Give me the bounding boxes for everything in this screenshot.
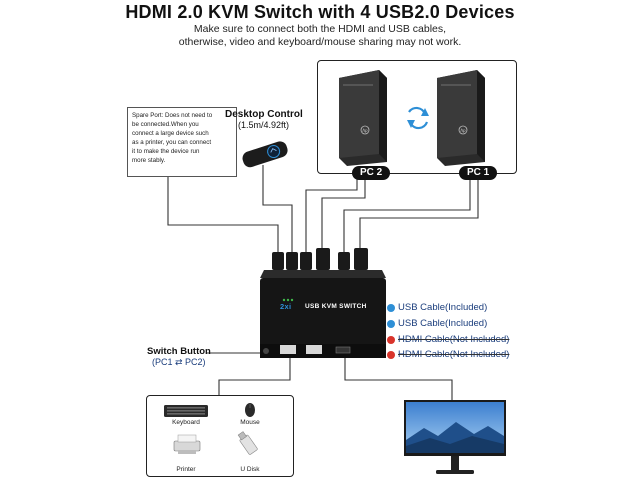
legend-item-hdmi-1: HDMI Cable(Not Included) xyxy=(387,334,509,345)
kvm-switch-unit xyxy=(260,248,386,358)
subtitle-line-2: otherwise, video and keyboard/mouse shar… xyxy=(178,36,462,48)
desktop-controller-icon[interactable] xyxy=(236,138,296,170)
page-title: HDMI 2.0 KVM Switch with 4 USB2.0 Device… xyxy=(125,2,515,22)
legend-item-hdmi-2: HDMI Cable(Not Included) xyxy=(387,349,509,360)
mouse-label: Mouse xyxy=(240,419,260,426)
subtitle-line-1: Make sure to connect both the HDMI and U… xyxy=(193,23,447,35)
switch-button[interactable] xyxy=(257,344,269,358)
switch-button-control xyxy=(263,348,269,354)
page-subtitle: Make sure to connect both the HDMI and U… xyxy=(120,23,520,49)
pc2-hdmi-connector xyxy=(316,248,330,270)
spare-port-line-2: be connected.When you xyxy=(132,121,199,128)
mouse-icon xyxy=(245,403,255,417)
pc1-usb-line xyxy=(343,176,471,260)
kvm-label: USB KVM SWITCH xyxy=(305,303,367,310)
cross-icon xyxy=(387,335,395,344)
printer-icon xyxy=(173,434,201,454)
desktop-control-length: (1.5m/4.92ft) xyxy=(238,120,290,130)
pc2-label: PC 2 xyxy=(352,166,391,180)
pc1-usb-connector xyxy=(338,252,350,270)
spare-port-line xyxy=(167,177,279,260)
svg-text:hp: hp xyxy=(460,128,466,133)
desktop-control-title: Desktop Control xyxy=(225,109,303,120)
check-icon xyxy=(387,303,395,312)
spare-port-note: Spare Port: Does not need to be connecte… xyxy=(127,107,237,177)
front-usb-port-2 xyxy=(306,345,322,354)
spare-port-line-3: connect a large device such xyxy=(132,130,209,137)
desktop-control-line xyxy=(262,165,293,260)
switch-button-detail: (PC1 ⇄ PC2) xyxy=(152,357,206,367)
kvm-brand: 2xi xyxy=(280,302,292,311)
spare-port-line-5: it to make the device run xyxy=(132,148,200,155)
monitor-icon xyxy=(404,400,506,474)
pc2-tower-icon: hp xyxy=(339,70,387,166)
check-icon xyxy=(387,319,395,328)
spare-port-connector xyxy=(272,252,284,270)
pc2-hdmi-line xyxy=(321,176,366,260)
spare-port-line-6: more stably. xyxy=(132,157,166,164)
u-disk-label: U Disk xyxy=(240,466,260,473)
front-hdmi-out-port xyxy=(335,346,351,354)
pc-towers: hp hp xyxy=(339,70,485,166)
keyboard-icon xyxy=(164,405,208,417)
pc1-label: PC 1 xyxy=(459,166,498,180)
printer-label: Printer xyxy=(176,466,196,473)
pc2-usb-connector xyxy=(300,252,312,270)
pc1-tower-icon: hp xyxy=(437,70,485,166)
legend-item-usb-2: USB Cable(Included) xyxy=(387,318,487,329)
keyboard-label: Keyboard xyxy=(172,419,200,426)
monitor-line xyxy=(344,358,453,400)
pc2-usb-line xyxy=(305,176,358,260)
peripheral-icons xyxy=(164,403,258,455)
pc1-hdmi-connector xyxy=(354,248,368,270)
desktop-port-connector xyxy=(286,252,298,270)
switch-button-label: Switch Button xyxy=(147,346,211,357)
front-usb-port-1 xyxy=(280,345,296,354)
devices-line xyxy=(218,358,291,395)
pc1-hdmi-line xyxy=(359,176,479,260)
cross-icon xyxy=(387,350,395,359)
spare-port-line-1: Spare Port: Does not need to xyxy=(132,112,213,119)
svg-text:hp: hp xyxy=(362,128,368,133)
u-disk-icon xyxy=(237,431,258,455)
legend-item-usb-1: USB Cable(Included) xyxy=(387,302,487,313)
spare-port-line-4: as a printer, you can connect xyxy=(132,139,212,146)
sync-arrows-icon xyxy=(407,106,429,130)
